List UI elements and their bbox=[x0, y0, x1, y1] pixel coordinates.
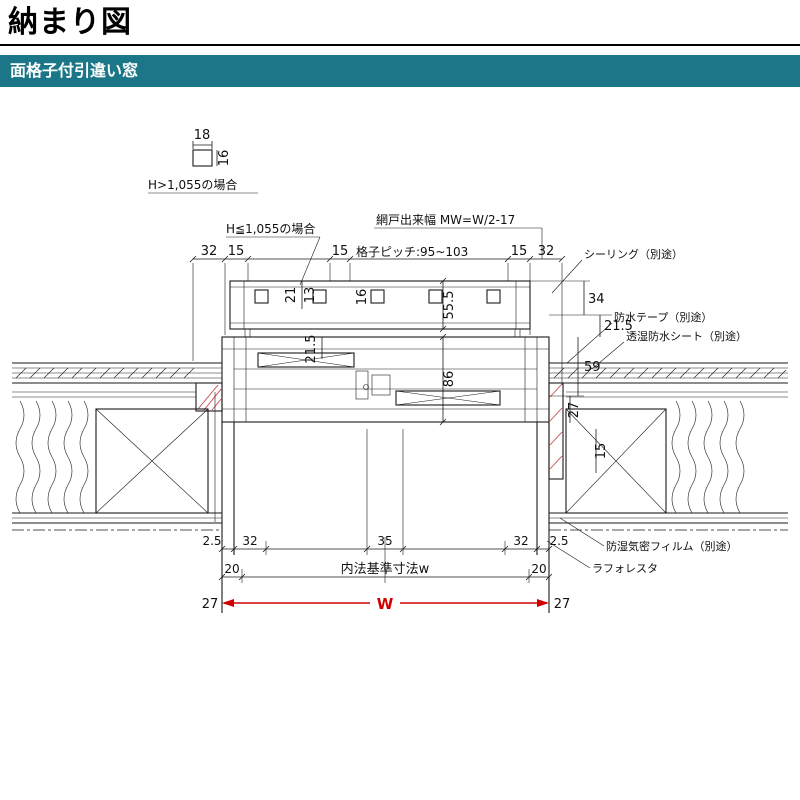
note-pitch: 格子ピッチ:95~103 bbox=[356, 244, 468, 259]
dim-b1-32l: 32 bbox=[242, 534, 257, 548]
dim-21-5: 21.5 bbox=[304, 335, 319, 364]
legend-dim-16: 16 bbox=[217, 150, 232, 167]
note-sealing: シーリング（別途） bbox=[584, 247, 683, 261]
dim-top-15c: 15 bbox=[332, 244, 349, 259]
note-mw: 網戸出来幅 MW=W/2-17 bbox=[376, 212, 515, 227]
dim-b3-27l: 27 bbox=[202, 597, 219, 612]
note-sheet: 透湿防水シート（別途） bbox=[626, 329, 747, 343]
window-frame-section bbox=[221, 336, 550, 613]
meeting-stile-hardware bbox=[355, 370, 391, 400]
dim-top-32r: 32 bbox=[538, 244, 555, 259]
dim-13: 13 bbox=[303, 287, 318, 304]
dim-b2-20l: 20 bbox=[224, 562, 239, 576]
dim-59: 59 bbox=[584, 360, 601, 375]
left-wood-stud bbox=[95, 408, 209, 514]
face-grille-section bbox=[229, 280, 531, 337]
dim-top-15l: 15 bbox=[228, 244, 245, 259]
dim-b2-20r: 20 bbox=[531, 562, 546, 576]
dimension-vertical-left: 21 13 16 21.5 55.5 86 bbox=[284, 277, 457, 426]
right-wall bbox=[548, 362, 788, 531]
dim-55-5: 55.5 bbox=[442, 291, 457, 320]
legend-square-symbol: 18 16 H>1,055の場合 bbox=[148, 128, 258, 194]
dimension-bottom-rows: 2.5 32 35 32 2.5 20 内法基準寸法w 20 27 W 27 bbox=[202, 429, 571, 613]
page-title: 納まり図 bbox=[8, 5, 132, 40]
top-annotations: H≦1,055の場合 網戸出来幅 MW=W/2-17 格子ピッチ:95~103 bbox=[226, 212, 543, 286]
dim-16: 16 bbox=[355, 289, 370, 306]
dim-b1-25r: 2.5 bbox=[549, 534, 568, 548]
title-underline bbox=[0, 44, 800, 46]
installation-detail-drawing: 18 16 H>1,055の場合 H≦1,055の場合 網戸出来幅 MW=W/2… bbox=[12, 128, 788, 613]
product-banner: 面格子付引違い窓 bbox=[0, 55, 800, 87]
dim-86: 86 bbox=[442, 371, 457, 388]
product-banner-label: 面格子付引違い窓 bbox=[10, 61, 139, 80]
dim-27-right: 27 bbox=[567, 402, 582, 419]
dim-b1-32r: 32 bbox=[513, 534, 528, 548]
leader-annotations: シーリング（別途） 防水テープ（別途） 透湿防水シート（別途） 防湿気密フィルム… bbox=[546, 247, 747, 575]
left-insulation bbox=[15, 400, 89, 514]
dim-b3-27r: 27 bbox=[554, 597, 571, 612]
note-h-case: H≦1,055の場合 bbox=[226, 221, 315, 236]
note-laforesta: ラフォレスタ bbox=[592, 562, 658, 575]
dim-top-15r: 15 bbox=[511, 244, 528, 259]
dim-top-32l: 32 bbox=[201, 244, 218, 259]
exterior-sash-profile bbox=[257, 352, 355, 368]
dim-b1-25l: 2.5 bbox=[202, 534, 221, 548]
right-waterproof-strip bbox=[548, 382, 564, 480]
right-wood-stud bbox=[565, 408, 667, 514]
note-tape: 防水テープ（別途） bbox=[614, 310, 712, 324]
page: 納まり図 面格子付引違い窓 18 16 H>1,055の場合 H≦1,055の場… bbox=[0, 4, 800, 800]
dimension-top-row: 32 15 15 15 32 bbox=[189, 244, 566, 385]
dim-21-5-right: 21.5 bbox=[604, 319, 633, 334]
right-insulation bbox=[671, 400, 745, 514]
left-wall bbox=[12, 362, 223, 531]
dim-b1-35: 35 bbox=[377, 534, 392, 548]
interior-sash-profile bbox=[395, 390, 501, 406]
dim-b2-w: 内法基準寸法w bbox=[341, 561, 430, 577]
legend-caption: H>1,055の場合 bbox=[148, 177, 237, 192]
dimension-vertical-right: 34 21.5 59 27 15 bbox=[530, 280, 633, 473]
dim-21: 21 bbox=[284, 287, 299, 304]
note-film: 防湿気密フィルム（別途） bbox=[606, 539, 738, 553]
legend-dim-18: 18 bbox=[194, 128, 211, 143]
dim-b3-W: W bbox=[377, 595, 394, 613]
dim-15-right: 15 bbox=[594, 443, 609, 460]
dim-34: 34 bbox=[588, 292, 605, 307]
left-furring-strip bbox=[195, 382, 223, 412]
